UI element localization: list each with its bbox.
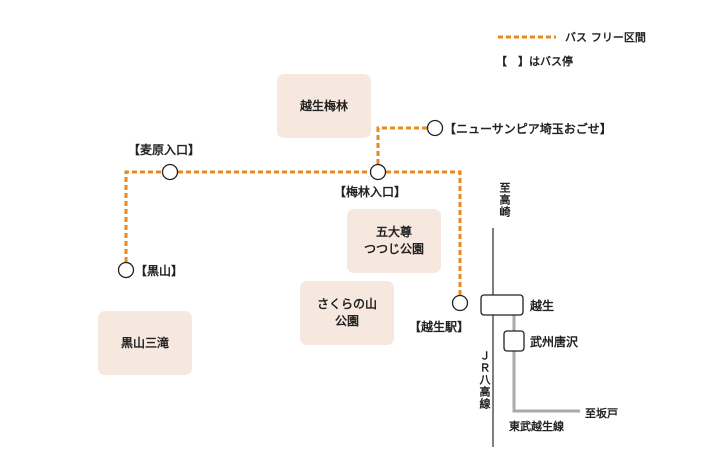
bus-free-route-west: [124, 170, 170, 262]
ogose-station-marker: [480, 294, 524, 316]
station-label-bushu-karasawa: 武州唐沢: [530, 335, 579, 349]
bus-stop-label-bairin-iriguchi: 【梅林入口】: [334, 185, 407, 199]
bus-stop-marker-mugihara: [161, 163, 179, 181]
jr-hachiko-line-label: ＪＲ八高線: [478, 350, 491, 410]
legend-bus-free-section: バス フリー区間: [565, 31, 646, 44]
bushu-karasawa-station-marker: [503, 330, 525, 352]
bus-stop-label-mugihara: 【麦原入口】: [128, 143, 201, 157]
bus-stop-marker-new-sunpia: [426, 119, 444, 137]
bus-stop-label-kuroyama: 【黒山】: [135, 264, 184, 278]
station-label-ogose: 越生: [530, 299, 555, 313]
bus-free-route-east: [386, 170, 462, 296]
direction-to-takasaki: 至高崎: [498, 182, 511, 218]
place-kuroyama-santaki: 黒山三滝: [98, 311, 192, 375]
place-godaison-tsutsuji-park: 五大尊 つつじ公園: [347, 209, 441, 273]
legend-bus-stop-note: 【 】はバス停: [496, 55, 573, 68]
bus-stop-label-new-sunpia: 【ニューサンピア埼玉おごせ】: [444, 122, 612, 136]
direction-to-sakado: 至坂戸: [585, 407, 618, 420]
bus-stop-marker-ogose-eki: [451, 294, 469, 312]
bus-stop-marker-kuroyama: [117, 261, 135, 279]
tobu-ogose-line: [512, 312, 580, 413]
place-ogose-bairin: 越生梅林: [277, 74, 371, 138]
tobu-ogose-line-label: 東武越生線: [509, 420, 564, 433]
bus-free-route-north: [376, 126, 427, 164]
bus-stop-label-ogose-eki: 【越生駅】: [409, 320, 470, 334]
bus-stop-marker-bairin: [369, 163, 387, 181]
place-sakura-no-yama-park: さくらの山 公園: [300, 281, 394, 345]
